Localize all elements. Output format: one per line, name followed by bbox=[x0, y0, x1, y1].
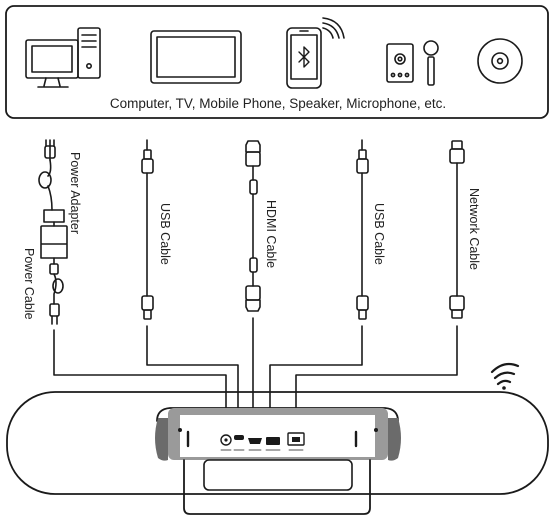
power-cable-label: Power Cable bbox=[22, 248, 36, 320]
video-bar-device bbox=[6, 391, 549, 515]
ethernet-port bbox=[287, 432, 305, 451]
usb-cable-left bbox=[141, 139, 154, 320]
port-panel bbox=[220, 432, 305, 451]
devices-caption: Computer, TV, Mobile Phone, Speaker, Mic… bbox=[109, 96, 447, 111]
usb-cable-left-label: USB Cable bbox=[158, 203, 172, 265]
mobile-phone-icon bbox=[286, 27, 322, 89]
tv-icon bbox=[150, 30, 242, 84]
usb-cable-right-label: USB Cable bbox=[372, 203, 386, 265]
hdmi-port bbox=[248, 438, 262, 451]
power-adapter-label: Power Adapter bbox=[68, 152, 82, 234]
bluetooth-icon bbox=[298, 46, 310, 68]
connection-lines bbox=[53, 317, 458, 441]
disc-icon bbox=[477, 38, 523, 84]
computer-icon bbox=[25, 27, 101, 88]
usb-c-port bbox=[233, 435, 245, 451]
wifi-icon bbox=[490, 362, 520, 390]
power-adapter-cable bbox=[38, 139, 68, 325]
hdmi-cable-label: HDMI Cable bbox=[264, 200, 278, 269]
microphone-icon bbox=[423, 40, 439, 86]
network-cable bbox=[449, 140, 465, 319]
devices-box bbox=[5, 5, 549, 119]
phone-signal-icon bbox=[322, 17, 345, 39]
usb-cable-right bbox=[356, 139, 369, 320]
usb-a-port bbox=[265, 437, 281, 451]
hdmi-cable bbox=[245, 140, 261, 312]
network-cable-label: Network Cable bbox=[467, 188, 481, 270]
dc-in-port bbox=[220, 434, 232, 451]
speaker-icon bbox=[386, 43, 414, 83]
